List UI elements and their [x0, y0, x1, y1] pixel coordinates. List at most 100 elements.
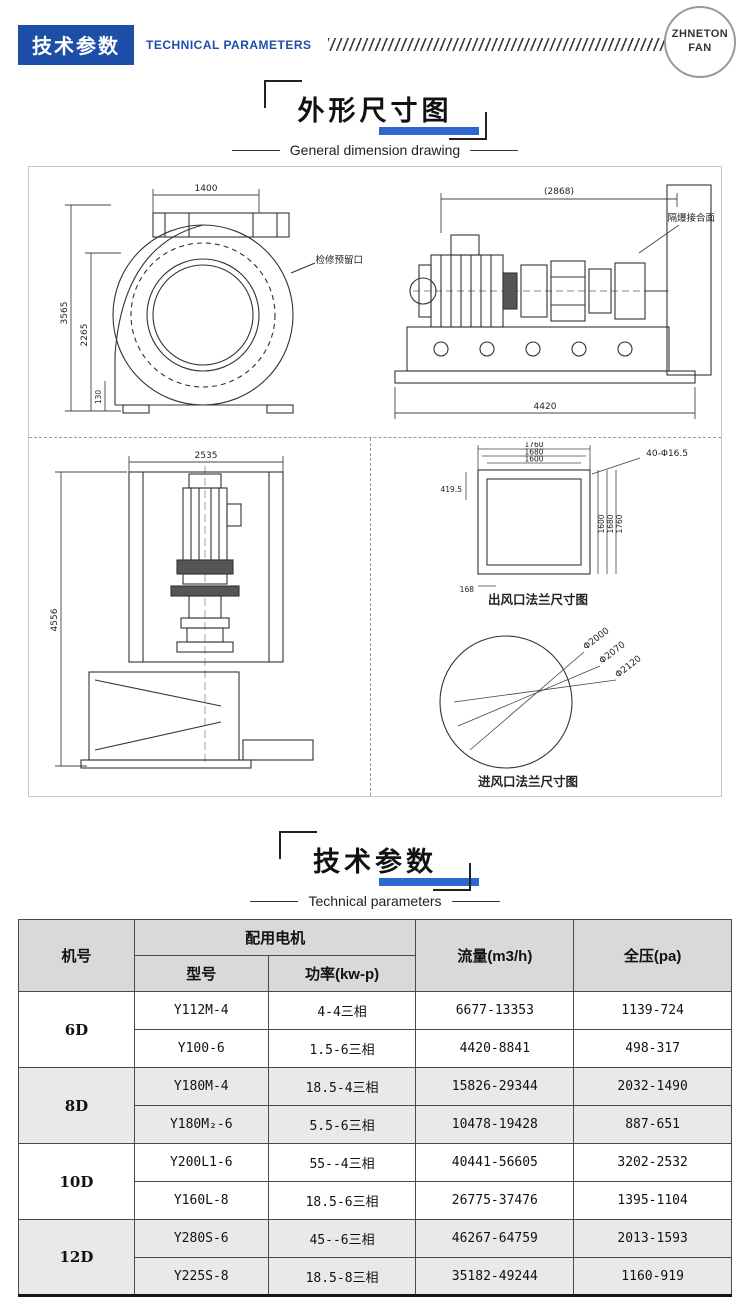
- outlet-dim-1680: 1680: [524, 448, 543, 457]
- inlet-dim-2000: Φ2000: [582, 626, 612, 653]
- outlet-dim-1760: 1760: [524, 442, 543, 449]
- flange-panel: 1760 1680 1600 40-Φ16.5 419.5 168 1600 1…: [371, 438, 721, 796]
- outlet-flange-drawing: 1760 1680 1600 40-Φ16.5 419.5 168 1600 1…: [441, 442, 688, 607]
- pressure-cell: 2032-1490: [573, 1067, 732, 1106]
- fan-vertical-drawing: 2535 4556: [50, 451, 314, 769]
- header-badge: 技术参数: [18, 24, 134, 65]
- dim-fan-height-total: 3565: [60, 302, 70, 325]
- outlet-dim-right2: 1680: [606, 514, 615, 533]
- flow-cell: 6677-13353: [415, 991, 575, 1030]
- motor-power-cell: 55--4三相: [267, 1143, 417, 1182]
- dimension-title-frame: 外形尺寸图: [263, 80, 487, 140]
- inlet-flange-caption: 进风口法兰尺寸图: [478, 774, 578, 789]
- parameters-table: 机号 配用电机 流量(m3/h) 全压(pa) 型号 功率(kw-p) 6D Y…: [18, 919, 732, 1297]
- subtitle-rule-left-2: [250, 900, 299, 902]
- motor-power-cell: 45--6三相: [267, 1219, 417, 1258]
- inlet-flange-drawing: Φ2000 Φ2070 Φ2120 进风口法兰尺寸图: [439, 626, 644, 789]
- drawing-area: 1400 3565 2265 130 检修预留口: [28, 166, 722, 797]
- table-row: Y180M₂-6 5.5-6三相 10478-19428 887-651: [19, 1105, 732, 1144]
- table-row: Y100-6 1.5-6三相 4420-8841 498-317: [19, 1029, 732, 1068]
- table-row: Y160L-8 18.5-6三相 26775-37476 1395-1104: [19, 1181, 732, 1220]
- table-header-row-1: 机号 配用电机 流量(m3/h) 全压(pa): [18, 919, 732, 992]
- parameters-title: 技术参数: [313, 847, 437, 877]
- flow-cell: 15826-29344: [415, 1067, 575, 1106]
- motor-model-cell: Y112M-4: [133, 991, 269, 1030]
- dimension-title: 外形尺寸图: [297, 96, 453, 126]
- motor-power-cell: 18.5-8三相: [267, 1257, 417, 1296]
- motor-model-cell: Y200L1-6: [133, 1143, 269, 1182]
- machine-size-cell: 6D: [18, 991, 135, 1068]
- header-badge-text: 技术参数: [32, 35, 120, 58]
- subtitle-rule-right: [470, 149, 519, 151]
- col-header-power: 功率(kw-p): [267, 955, 417, 992]
- outlet-dim-right1: 1600: [597, 514, 606, 533]
- inlet-dim-2120: Φ2120: [614, 654, 644, 681]
- parameters-subtitle: Technical parameters: [308, 893, 442, 909]
- brand-logo-line1: ZHNETON: [671, 28, 729, 41]
- table-row: 12D Y280S-6 45--6三相 46267-64759 2013-159…: [18, 1219, 732, 1296]
- col-header-motor-group: 配用电机: [133, 919, 417, 956]
- pressure-cell: 1139-724: [573, 991, 732, 1030]
- flow-cell: 40441-56605: [415, 1143, 575, 1182]
- motor-model-cell: Y225S-8: [133, 1257, 269, 1296]
- title-underline-bar: [379, 127, 480, 135]
- dim-assembly-base: 4420: [534, 402, 557, 412]
- flow-cell: 10478-19428: [415, 1105, 575, 1144]
- subtitle-rule-left: [231, 149, 280, 151]
- drawing-row-bottom: 2535 4556: [29, 438, 721, 796]
- machine-size-cell: 12D: [18, 1219, 135, 1296]
- brand-logo: ZHNETON FAN: [664, 6, 736, 78]
- dim-vertical-height: 4556: [50, 608, 60, 631]
- pressure-cell: 1395-1104: [573, 1181, 732, 1220]
- dim-assembly-length: (2868): [544, 187, 574, 197]
- motor-assembly-drawing: (2868) 4420 隔爆接合面: [394, 184, 715, 419]
- motor-model-cell: Y100-6: [133, 1029, 269, 1068]
- parameters-table-wrap: 机号 配用电机 流量(m3/h) 全压(pa) 型号 功率(kw-p) 6D Y…: [0, 919, 750, 1297]
- table-row: 10D Y200L1-6 55--4三相 40441-56605 3202-25…: [18, 1143, 732, 1220]
- col-header-machine: 机号: [18, 919, 135, 992]
- flow-cell: 35182-49244: [415, 1257, 575, 1296]
- vertical-fan-panel: 2535 4556: [29, 438, 371, 796]
- motor-model-cell: Y180M-4: [133, 1067, 269, 1106]
- inlet-dim-2070: Φ2070: [598, 640, 628, 667]
- brand-logo-line2: FAN: [688, 42, 712, 54]
- flameproof-joint-label: 隔爆接合面: [667, 212, 715, 224]
- access-port-label: 检修预留口: [315, 254, 363, 266]
- fan-side-view-drawing: 1400 3565 2265 130 检修预留口: [60, 184, 363, 414]
- motor-power-cell: 18.5-4三相: [267, 1067, 417, 1106]
- table-row: 8D Y180M-4 18.5-4三相 15826-29344 2032-149…: [18, 1067, 732, 1144]
- dim-fan-base: 130: [94, 390, 103, 405]
- flow-cell: 26775-37476: [415, 1181, 575, 1220]
- pressure-cell: 3202-2532: [573, 1143, 732, 1182]
- dim-fan-height-inner: 2265: [80, 324, 90, 347]
- motor-power-cell: 5.5-6三相: [267, 1105, 417, 1144]
- outlet-holes-note: 40-Φ16.5: [646, 449, 688, 459]
- section-parameters-heading: 技术参数 Technical parameters: [0, 831, 750, 909]
- table-header-row-2: 型号 功率(kw-p): [19, 955, 732, 992]
- col-header-flow: 流量(m3/h): [415, 919, 575, 992]
- table-row: 6D Y112M-4 4-4三相 6677-13353 1139-724: [18, 991, 732, 1068]
- outlet-flange-caption: 出风口法兰尺寸图: [488, 592, 588, 607]
- parameters-subtitle-row: Technical parameters: [0, 893, 750, 909]
- motor-power-cell: 1.5-6三相: [267, 1029, 417, 1068]
- dim-vertical-width: 2535: [195, 451, 218, 461]
- dimension-subtitle: General dimension drawing: [289, 142, 461, 158]
- outlet-dim-left: 419.5: [441, 485, 463, 494]
- motor-model-cell: Y280S-6: [133, 1219, 269, 1258]
- section-dimension-heading: 外形尺寸图 General dimension drawing: [0, 80, 750, 158]
- pressure-cell: 1160-919: [573, 1257, 732, 1296]
- title-underline-bar-2: [378, 878, 479, 886]
- drawing-row-top: 1400 3565 2265 130 检修预留口: [29, 167, 721, 438]
- subtitle-rule-right-2: [451, 900, 500, 902]
- pressure-cell: 887-651: [573, 1105, 732, 1144]
- machine-size-cell: 10D: [18, 1143, 135, 1220]
- motor-power-cell: 18.5-6三相: [267, 1181, 417, 1220]
- motor-model-cell: Y160L-8: [133, 1181, 269, 1220]
- header-tagline: TECHNICAL PARAMETERS: [146, 37, 312, 52]
- motor-power-cell: 4-4三相: [267, 991, 417, 1030]
- flow-cell: 46267-64759: [415, 1219, 575, 1258]
- machine-size-cell: 8D: [18, 1067, 135, 1144]
- col-header-model: 型号: [133, 955, 269, 992]
- outlet-dim-1600: 1600: [524, 455, 543, 464]
